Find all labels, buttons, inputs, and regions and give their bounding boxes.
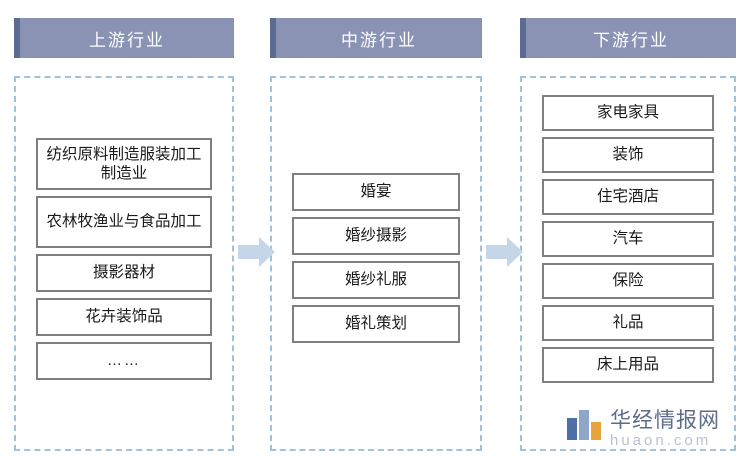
watermark-subtitle: huaon.com <box>610 432 712 449</box>
downstream-item: 汽车 <box>542 221 714 257</box>
upstream-item-label: 农林牧渔业与食品加工 <box>46 213 202 231</box>
upstream-item: 摄影器材 <box>36 254 212 292</box>
arrow-right-icon <box>486 236 524 268</box>
downstream-item: 装饰 <box>542 137 714 173</box>
upstream-item-label: 花卉装饰品 <box>85 308 163 326</box>
downstream-item-label: 住宅酒店 <box>596 188 659 206</box>
arrow-right-icon <box>238 236 276 268</box>
upstream-item-label: …… <box>107 351 141 369</box>
downstream-item: 保险 <box>542 263 714 299</box>
upstream-item: 花卉装饰品 <box>36 298 212 336</box>
upstream-item-label: 纺织原料制造服装加工制造业 <box>46 145 202 182</box>
downstream-item-label: 床上用品 <box>596 356 659 374</box>
column-header-upstream: 上游行业 <box>14 18 234 58</box>
midstream-item-label: 婚宴 <box>360 183 392 201</box>
midstream-item: 婚宴 <box>292 173 460 211</box>
midstream-item-label: 婚礼策划 <box>344 315 407 333</box>
midstream-item-label: 婚纱礼服 <box>344 271 407 289</box>
downstream-item: 家电家具 <box>542 95 714 131</box>
midstream-item-label: 婚纱摄影 <box>344 227 407 245</box>
downstream-item-label: 装饰 <box>612 146 644 164</box>
midstream-item: 婚纱礼服 <box>292 261 460 299</box>
upstream-item-ellipsis: …… <box>36 342 212 380</box>
downstream-item: 礼品 <box>542 305 714 341</box>
upstream-item-label: 摄影器材 <box>92 264 155 282</box>
midstream-item: 婚纱摄影 <box>292 217 460 255</box>
upstream-item: 农林牧渔业与食品加工 <box>36 196 212 248</box>
downstream-item-label: 汽车 <box>612 230 644 248</box>
watermark-logo-icon <box>566 406 602 442</box>
column-header-upstream-label: 上游行业 <box>89 30 165 50</box>
watermark-title: 华经情报网 <box>610 409 720 432</box>
column-header-midstream: 中游行业 <box>270 18 482 58</box>
upstream-item: 纺织原料制造服装加工制造业 <box>36 138 212 190</box>
column-header-midstream-label: 中游行业 <box>341 30 417 50</box>
downstream-item: 床上用品 <box>542 347 714 383</box>
downstream-item-label: 保险 <box>612 272 644 290</box>
downstream-item-label: 礼品 <box>612 314 644 332</box>
midstream-item: 婚礼策划 <box>292 305 460 343</box>
column-header-downstream-label: 下游行业 <box>593 30 669 50</box>
column-header-downstream: 下游行业 <box>520 18 736 58</box>
downstream-item: 住宅酒店 <box>542 179 714 215</box>
downstream-item-label: 家电家具 <box>596 104 659 122</box>
watermark: 华经情报网 huaon.com <box>566 404 742 458</box>
